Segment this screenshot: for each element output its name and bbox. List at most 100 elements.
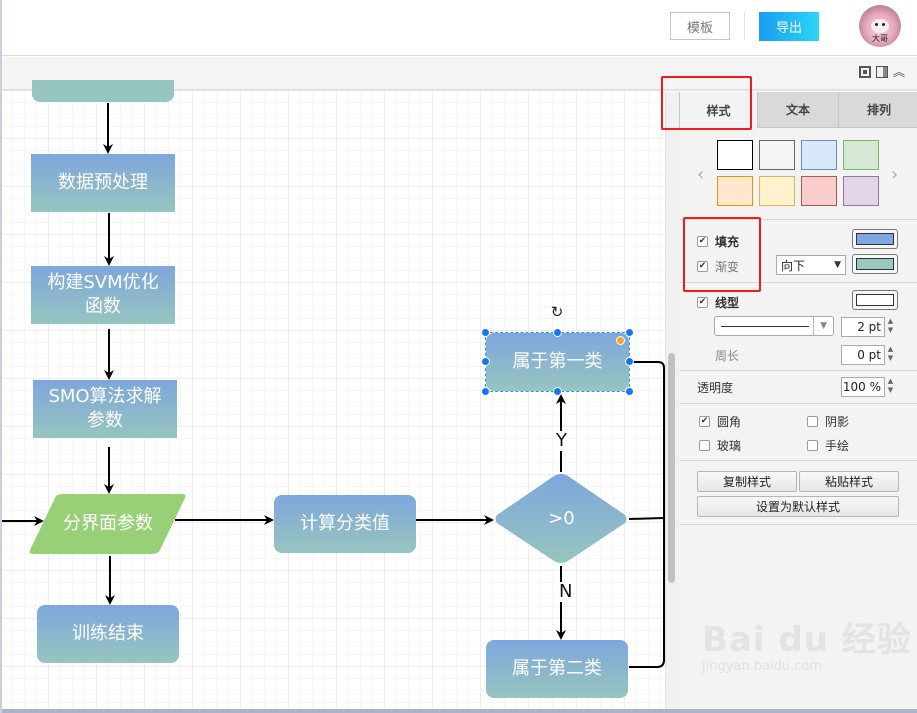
- copy-style-button[interactable]: 复制样式: [697, 471, 797, 492]
- swatch[interactable]: [801, 176, 837, 206]
- checkbox-checked-icon: ✔: [699, 416, 710, 427]
- checkbox-unchecked-icon: [807, 416, 818, 427]
- swatch[interactable]: [717, 176, 753, 206]
- tab-style[interactable]: 样式: [679, 92, 757, 128]
- export-button[interactable]: 导出: [759, 12, 819, 41]
- line-color-button[interactable]: [852, 290, 898, 310]
- node-label: 函数: [85, 296, 121, 317]
- resize-handle[interactable]: [625, 387, 634, 396]
- avatar-tag: 大哥: [872, 34, 888, 43]
- watermark-sub: jingyan.baidu.com: [702, 659, 822, 674]
- divider: [679, 370, 917, 371]
- fit-screen-icon[interactable]: [859, 66, 871, 78]
- line-pattern-preview: [721, 325, 809, 327]
- top-bar: 模板 导出 大哥: [2, 0, 917, 56]
- swatch[interactable]: [843, 140, 879, 170]
- node-class-one[interactable]: 属于第一类: [486, 333, 629, 391]
- node-decision-shape[interactable]: [494, 473, 629, 565]
- glass-checkbox[interactable]: 玻璃: [699, 437, 741, 454]
- node-class-two[interactable]: 属于第二类: [486, 640, 628, 698]
- node-train-end[interactable]: 训练结束: [37, 605, 179, 663]
- line-checkbox[interactable]: ✔ 线型: [697, 294, 739, 311]
- edge-label-yes: Y: [555, 430, 568, 451]
- line-label: 线型: [715, 296, 740, 310]
- gradient-color-button[interactable]: [852, 254, 898, 274]
- node-compute-value[interactable]: 计算分类值: [274, 495, 416, 553]
- fill-label: 填充: [715, 235, 740, 249]
- template-button[interactable]: 模板: [670, 12, 730, 40]
- line-width-input[interactable]: 2 pt: [841, 317, 885, 337]
- node-label: >0: [548, 508, 575, 529]
- glass-label: 玻璃: [717, 439, 742, 453]
- avatar-eye: [875, 23, 878, 26]
- rotate-icon[interactable]: ↻: [550, 303, 564, 321]
- line-width-stepper-icon[interactable]: ▲▼: [887, 317, 894, 334]
- select-divider: [813, 317, 814, 335]
- resize-handle[interactable]: [625, 357, 634, 366]
- checkbox-checked-icon: ✔: [697, 261, 708, 272]
- node-boundary-params[interactable]: 分界面参数: [42, 494, 174, 554]
- gradient-direction-select[interactable]: 向下 ▼: [776, 255, 846, 275]
- line-pattern-select[interactable]: ▼: [714, 316, 834, 336]
- gradient-label: 渐变: [715, 260, 740, 274]
- perimeter-label: 周长: [715, 349, 740, 363]
- paste-style-button[interactable]: 粘贴样式: [799, 471, 899, 492]
- swatch[interactable]: [717, 140, 753, 170]
- node-build-svm[interactable]: 构建SVM优化 函数: [31, 266, 175, 324]
- avatar[interactable]: 大哥: [859, 5, 901, 47]
- perimeter-input[interactable]: 0 pt: [841, 345, 885, 365]
- set-default-style-button[interactable]: 设置为默认样式: [697, 496, 899, 517]
- collapse-icon[interactable]: ︽: [893, 65, 906, 79]
- highlight-fill-gradient: [683, 217, 761, 292]
- divider: [679, 282, 917, 283]
- node-label: 属于第二类: [512, 658, 602, 679]
- chevron-right-icon[interactable]: ›: [891, 164, 899, 185]
- panel-tabs: 样式 文本 排列: [679, 92, 917, 128]
- fill-checkbox[interactable]: ✔ 填充: [697, 233, 739, 250]
- resize-handle[interactable]: [481, 357, 490, 366]
- shadow-checkbox[interactable]: 阴影: [807, 413, 849, 430]
- swatch[interactable]: [843, 176, 879, 206]
- node-label: 分界面参数: [63, 513, 153, 534]
- resize-handle[interactable]: [481, 328, 490, 337]
- node-smo-solve[interactable]: SMO算法求解 参数: [33, 380, 177, 438]
- rounded-checkbox[interactable]: ✔ 圆角: [699, 413, 741, 430]
- gradient-checkbox[interactable]: ✔ 渐变: [697, 258, 739, 275]
- resize-handle[interactable]: [553, 328, 562, 337]
- dropdown-caret-icon: ▼: [834, 260, 841, 270]
- opacity-stepper-icon[interactable]: ▲▼: [887, 377, 894, 394]
- node-data-preprocess[interactable]: 数据预处理: [31, 154, 175, 212]
- vertical-scrollbar-thumb[interactable]: [668, 353, 675, 583]
- node-label: 数据预处理: [58, 172, 148, 193]
- checkbox-checked-icon: ✔: [697, 297, 708, 308]
- fill-color-button[interactable]: [852, 229, 898, 249]
- resize-handle[interactable]: [481, 387, 490, 396]
- format-panel: 样式 文本 排列 ‹ › ✔ 填充 ✔ 渐变 向下 ▼ ✔ 线型 ▼ 2 pt: [679, 92, 917, 709]
- resize-handle[interactable]: [553, 387, 562, 396]
- tab-text[interactable]: 文本: [757, 92, 838, 128]
- corner-radius-handle[interactable]: [616, 336, 625, 345]
- node-label: 构建SVM优化: [47, 272, 159, 293]
- node-label: 参数: [87, 410, 123, 431]
- perimeter-stepper-icon[interactable]: ▲▼: [887, 345, 894, 362]
- horizontal-scrollbar[interactable]: [2, 709, 917, 713]
- panel-toggle-icon[interactable]: [876, 66, 888, 78]
- node-label: 计算分类值: [300, 513, 390, 534]
- edge-label-no: N: [558, 581, 574, 602]
- opacity-input[interactable]: 100 %: [841, 377, 885, 397]
- swatch[interactable]: [801, 140, 837, 170]
- chevron-left-icon[interactable]: ‹: [697, 164, 705, 185]
- sketch-checkbox[interactable]: 手绘: [807, 437, 849, 454]
- avatar-eye: [882, 23, 885, 26]
- divider: [679, 403, 917, 404]
- header-divider: [744, 12, 745, 40]
- tab-arrange[interactable]: 排列: [838, 92, 917, 128]
- rounded-label: 圆角: [717, 415, 742, 429]
- node-decision[interactable]: >0: [494, 473, 629, 565]
- swatch[interactable]: [759, 140, 795, 170]
- node-partial-top[interactable]: [32, 80, 174, 102]
- node-boundary-params-shape[interactable]: [26, 494, 190, 556]
- resize-handle[interactable]: [625, 328, 634, 337]
- checkbox-unchecked-icon: [807, 440, 818, 451]
- swatch[interactable]: [759, 176, 795, 206]
